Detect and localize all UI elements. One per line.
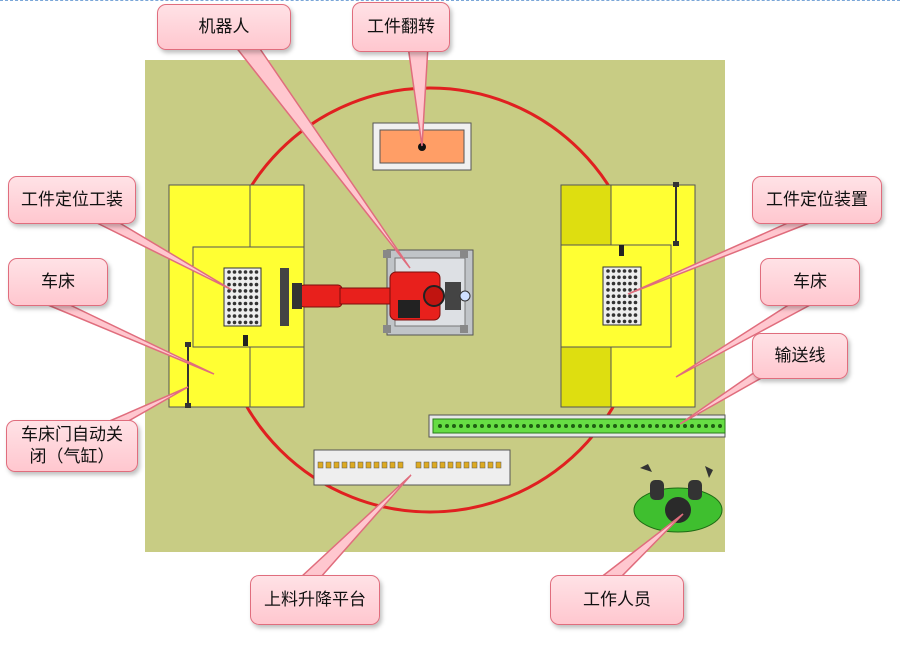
robot-arm: [292, 249, 474, 336]
label-robot: 机器人: [157, 4, 291, 50]
left-fixture: [223, 267, 289, 327]
label-door-cylinder: 车床门自动关闭（气缸）: [6, 420, 138, 472]
label-fixture-right: 工件定位装置: [752, 176, 882, 224]
label-lift-platform: 上料升降平台: [250, 575, 380, 625]
right-fixture: [602, 266, 642, 326]
label-flip: 工件翻转: [352, 2, 450, 52]
conveyor-line: [428, 414, 726, 438]
callout-pointers: [47, 45, 813, 579]
label-fixture-left: 工件定位工装: [8, 176, 136, 224]
lift-platform: [313, 449, 511, 486]
label-lathe-right: 车床: [760, 258, 860, 306]
label-conveyor: 输送线: [752, 333, 848, 379]
label-lathe-left: 车床: [8, 258, 108, 306]
label-worker: 工作人员: [550, 575, 684, 625]
top-dashed-line: [0, 0, 900, 4]
worker-figure: [633, 464, 723, 533]
